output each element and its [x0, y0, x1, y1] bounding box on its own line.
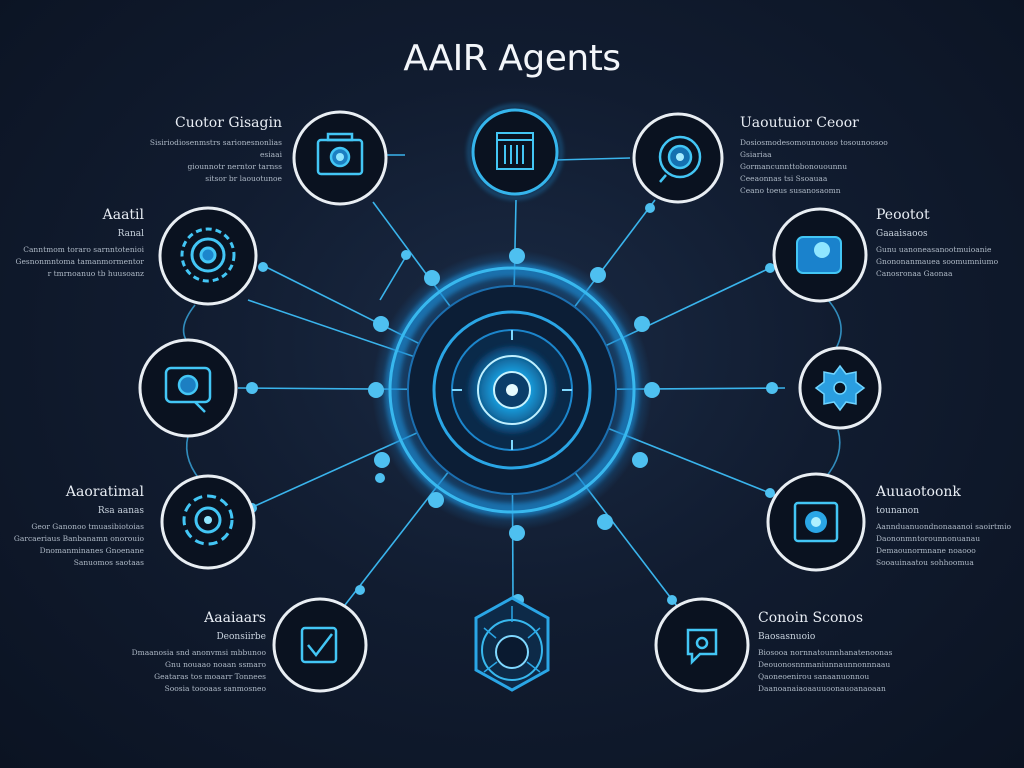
screen-icon: [793, 501, 839, 543]
label-line: Deouonosnnmaniunnaunnonnnaau: [758, 660, 891, 669]
server-icon: [496, 132, 534, 170]
label-heading: Aaoratimal: [65, 484, 144, 500]
label-sub: Gaaaisaoos: [876, 229, 928, 239]
label-heading: Peootot: [876, 207, 930, 223]
label-line: Gunu uanoneasanootmuioanie: [876, 245, 992, 254]
node-top-left[interactable]: [292, 110, 388, 206]
node-right-upper[interactable]: [772, 207, 868, 303]
label-line: Gnononanmauea soomumniumo: [876, 257, 999, 266]
camera-icon: [316, 132, 364, 176]
label-line: Daononmntorounnonuanau: [876, 534, 981, 543]
label-line: Gormancunnttobonouounnu: [740, 162, 848, 171]
label-line: Gnu nouaao noaan ssmaro: [165, 660, 266, 669]
node-top-center[interactable]: [467, 104, 563, 200]
label-line: Biosooa nornnatounnhanatenoonas: [758, 648, 893, 657]
robot-icon: [796, 236, 842, 274]
label-line: Gsiariaa: [740, 150, 772, 159]
label-sub: Baosasnuoio: [758, 632, 816, 642]
node-left-mid[interactable]: [138, 338, 238, 438]
label-heading: Aaaiaars: [204, 610, 266, 626]
label-line: sitsor br laouotunoe: [205, 174, 282, 183]
label-line: Demaounormnane noaooo: [876, 546, 976, 555]
label-line: Geataras tos moaarr Tonnees: [154, 672, 266, 681]
node-top-right[interactable]: [632, 112, 724, 204]
label-line: Dmaanosia snd anonvmsi mbbunoo: [131, 648, 266, 657]
label-line: Soosia toooaas sanmosneo: [164, 684, 266, 693]
label-heading: Cuotor Gisagin: [174, 115, 282, 131]
label-left-lower: Aaoratimal Rsa aanas Geor Ganonoo tmuasi…: [14, 484, 144, 569]
label-bottom-left: Aaaiaars Deonsiirbe Dmaanosia snd anonvm…: [132, 610, 266, 695]
label-heading: Auuaotoonk: [876, 484, 961, 500]
node-bottom-right[interactable]: [654, 597, 750, 693]
label-sub: Rsa aanas: [97, 506, 144, 516]
gear-ring-icon: [180, 227, 236, 283]
node-right-mid[interactable]: [798, 346, 882, 430]
label-top-left: Cuotor Gisagin Sisiriodiosenmstrs sarion…: [150, 115, 282, 185]
label-line: Qaoneoenirou sanaanuonnou: [758, 672, 870, 681]
label-top-right: Uaoutuior Ceoor Dosiosmodesomounouoso to…: [740, 115, 888, 197]
photo-icon: [164, 366, 212, 413]
label-heading: Uaoutuior Ceoor: [740, 115, 859, 131]
checkbox-icon: [300, 626, 338, 664]
label-line: Garcaeriaus Banbanamn onorouio: [13, 534, 144, 543]
node-left-upper[interactable]: [158, 206, 258, 306]
label-left-upper: Aaatil Ranal Canntmom toraro sarnntoteni…: [16, 207, 145, 280]
label-line: Canosronaa Gaonaa: [876, 269, 953, 278]
label-sub: Ranal: [117, 229, 144, 239]
node-right-lower[interactable]: [766, 472, 866, 572]
label-sub: Deonsiirbe: [216, 632, 266, 642]
label-heading: Conoin Sconos: [758, 610, 864, 626]
node-bottom-center[interactable]: [474, 596, 550, 692]
page-title: AAIR Agents: [403, 38, 621, 79]
label-line: Ceeaonnas tsi Ssoauaa: [740, 174, 828, 183]
label-line: Sanuomos saotaas: [73, 558, 144, 567]
label-line: Sooauinaatou sohhoomua: [876, 558, 974, 567]
label-right-upper: Peootot Gaaaisaoos Gunu uanoneasanootmui…: [876, 207, 998, 280]
label-heading: Aaatil: [102, 207, 144, 223]
cog-icon: [814, 364, 866, 412]
label-line: Daanoanaiaoaauuoonauoanaoaan: [758, 684, 886, 693]
label-line: Geor Ganonoo tmuasibiotoias: [31, 522, 144, 531]
label-line: esiaai: [259, 150, 282, 159]
label-line: Ceano toeus susanosaomn: [740, 186, 841, 195]
node-bottom-left[interactable]: [272, 597, 368, 693]
target-icon: [658, 135, 702, 183]
cycle-icon: [182, 494, 234, 546]
label-line: Dnomanminanes Gnoenane: [39, 546, 144, 555]
label-sub: tounanon: [876, 506, 920, 516]
label-line: Sisiriodiosenmstrs sarionesnonlias: [149, 138, 282, 147]
label-line: Dosiosmodesomounouoso tosounoosoo: [740, 138, 888, 147]
label-line: giounnotr nerntor tarnss: [187, 162, 283, 171]
hexagon-hub-icon: [495, 635, 529, 669]
label-right-lower: Auuaotoonk tounanon Aannduanuondnonaaano…: [876, 484, 1011, 569]
chat-icon: [686, 628, 718, 666]
label-line: Aannduanuondnonaaanoi saoirtmio: [876, 522, 1012, 531]
label-line: Gesnonmntoma tamanmormentor: [15, 257, 145, 266]
central-hub: [372, 250, 652, 530]
label-line: Canntmom toraro sarnntotenioi: [23, 245, 144, 254]
label-bottom-right: Conoin Sconos Baosasnuoio Biosooa nornna…: [758, 610, 892, 695]
label-line: r tmrnoanuo tb huusoanz: [47, 269, 144, 278]
node-left-lower[interactable]: [160, 474, 256, 570]
